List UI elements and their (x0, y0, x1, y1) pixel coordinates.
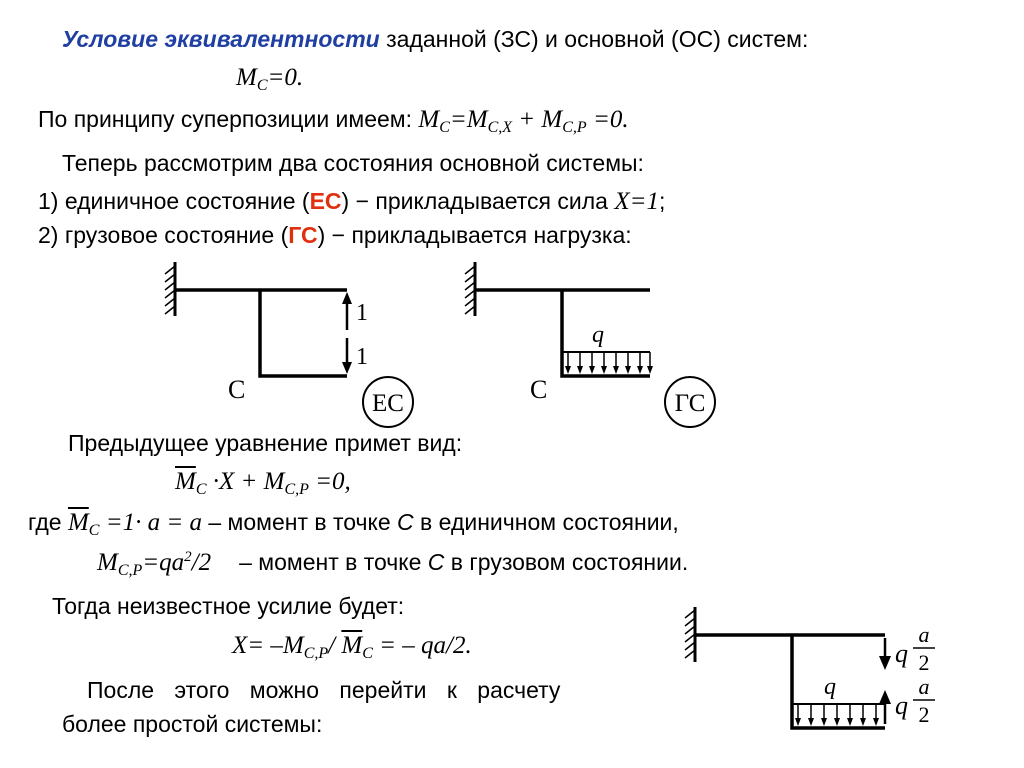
equation-x: X= –MC,P/ MC = – qa/2. (232, 632, 472, 662)
es-badge-circle (362, 376, 414, 428)
superposition-line: По принципу суперпозиции имеем: MC=MC,X … (38, 106, 629, 136)
fixed-support-hatch-final (684, 609, 696, 659)
two-states-line: Теперь рассмотрим два состояния основной… (62, 150, 644, 176)
es-node-label: С (228, 375, 245, 404)
equivalence-condition-line: Условие эквивалентности заданной (ЗС) и … (62, 26, 808, 53)
es-badge-label: ЕС (372, 390, 404, 417)
final-force1-den: 2 (919, 650, 930, 675)
diagram-gs: q С ГС (464, 262, 716, 428)
final-force2-den: 2 (919, 702, 930, 727)
es-force-label-bottom: 1 (356, 344, 368, 370)
load-moment-line: MC,P=qa2/2– момент в точке С в грузовом … (97, 549, 689, 579)
diagram-final: q q a 2 q a 2 (684, 607, 935, 730)
fixed-support-hatch-gs (464, 265, 476, 315)
gs-abbr: ГС (288, 222, 318, 248)
final-force2-num: a (919, 674, 930, 699)
fixed-support-hatch-es (164, 265, 176, 315)
gs-badge-label: ГС (675, 390, 706, 417)
final-force1-q: q (895, 639, 908, 668)
final-load-label: q (824, 674, 836, 700)
gs-node-label: С (530, 375, 547, 404)
conclusion-paragraph-line1: После этого можно перейти к расчету (87, 677, 561, 703)
equation-combined: MC ·X + MC,P =0, (175, 468, 351, 498)
equation-mc-zero: MC=0. (236, 64, 304, 94)
diagram-es: 1 1 С ЕС (164, 262, 414, 428)
es-force-label-top: 1 (356, 300, 368, 326)
es-abbr: ЕС (309, 188, 342, 214)
final-force2-q: q (895, 691, 908, 720)
load-state-line: 2) грузовое состояние (ГС) − прикладывае… (38, 222, 632, 248)
equivalence-condition-text: заданной (ЗС) и основной (ОС) систем: (379, 26, 809, 52)
unknown-force-line: Тогда неизвестное усилие будет: (52, 593, 405, 619)
gs-badge-circle (664, 376, 716, 428)
equation-form-line: Предыдущее уравнение примет вид: (68, 430, 463, 456)
final-force1-num: a (919, 622, 930, 647)
unit-moment-line: где MC =1· a = a – момент в точке С в ед… (28, 509, 679, 539)
gs-load-label: q (592, 322, 604, 348)
equivalence-condition-emphasis: Условие эквивалентности (62, 26, 380, 52)
conclusion-paragraph-line2: более простой системы: (62, 711, 323, 737)
unit-state-line: 1) единичное состояние (ЕС) − прикладыва… (38, 188, 666, 215)
